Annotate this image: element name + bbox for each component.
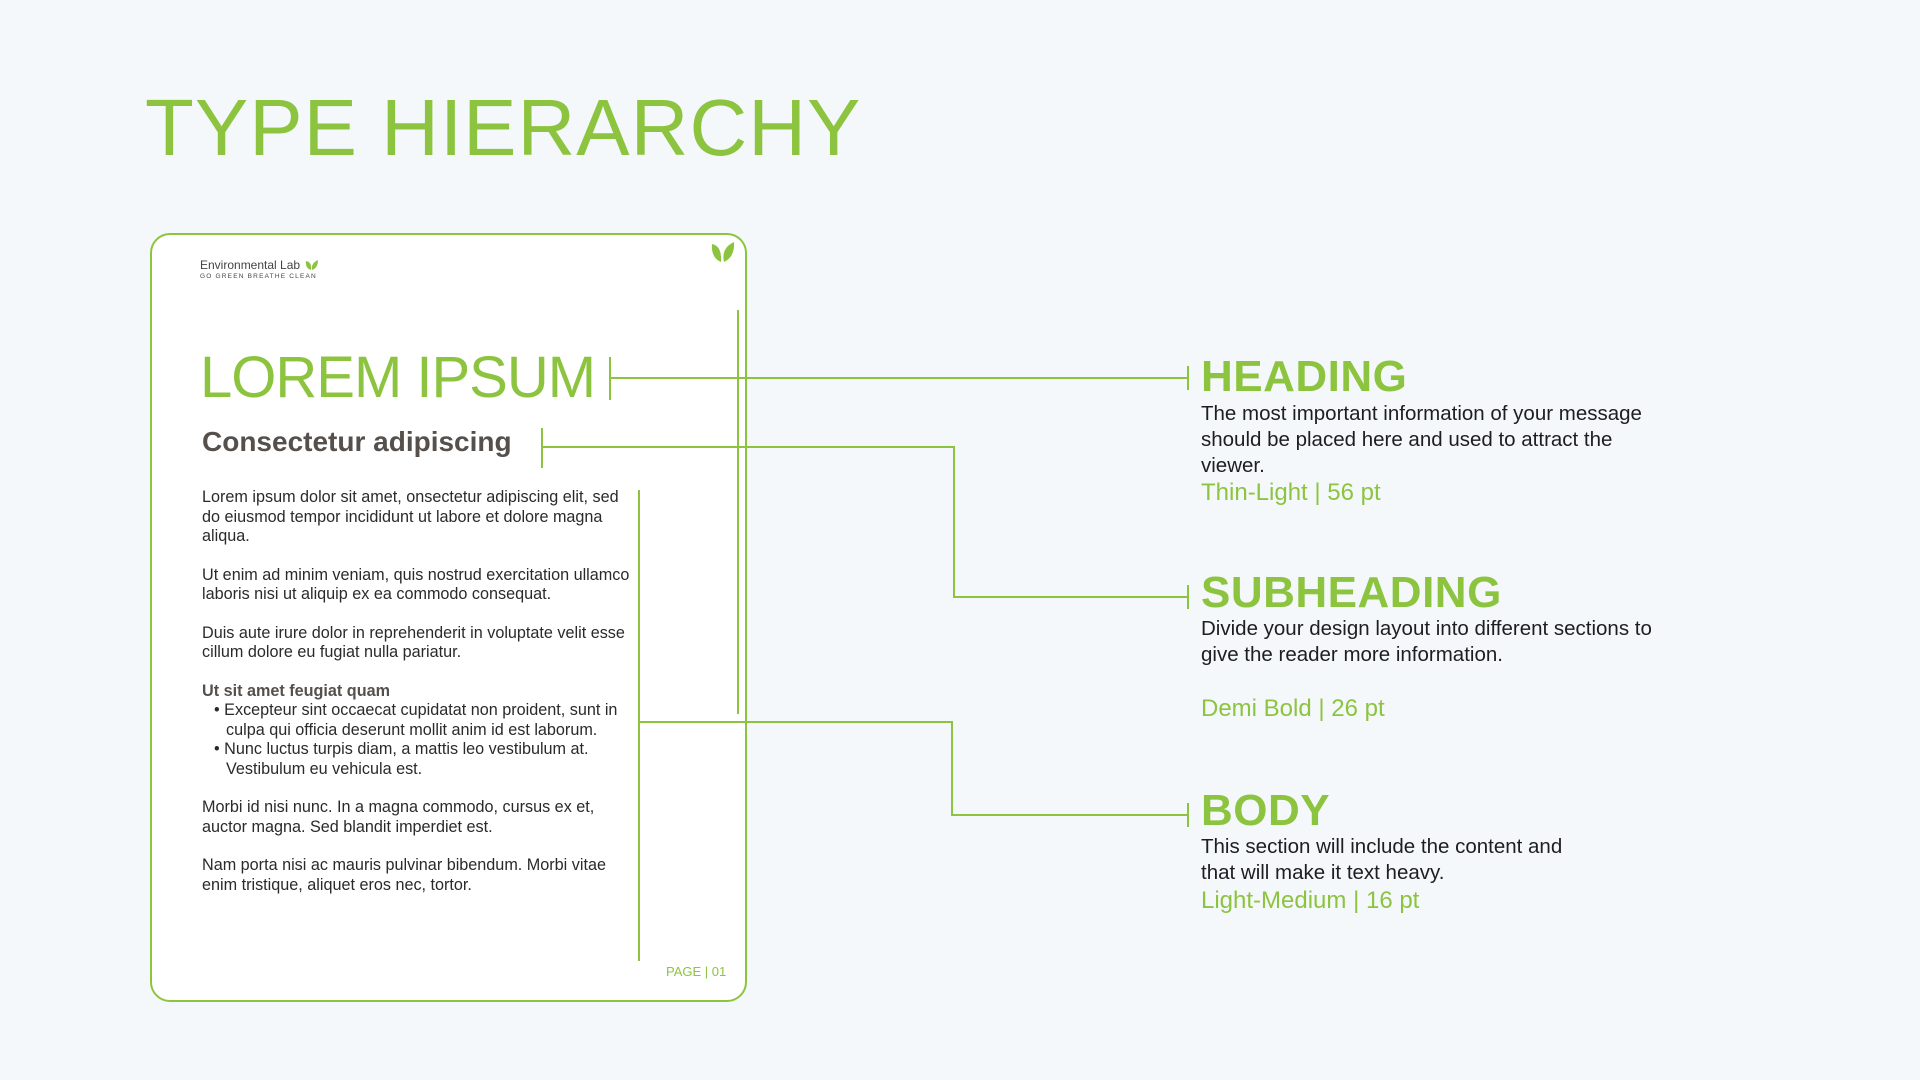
heading-description: The most important information of your m… — [1201, 402, 1642, 477]
body-connector — [639, 721, 1188, 816]
subheading-label: SUBHEADING — [1201, 568, 1502, 617]
subheading-description: Divide your design layout into different… — [1201, 617, 1652, 666]
sample-subheading: Consectetur adipiscing — [202, 426, 512, 457]
page-title: TYPE HIERARCHY — [145, 83, 862, 172]
body-spec: Light-Medium | 16 pt — [1201, 887, 1420, 914]
subheading-spec: Demi Bold | 26 pt — [1201, 695, 1385, 722]
body-paragraph: Duis aute irure dolor in reprehenderit i… — [202, 623, 625, 662]
page-number: PAGE | 01 — [666, 964, 727, 979]
sample-body: Lorem ipsum dolor sit amet, onsectetur a… — [202, 488, 632, 914]
subheading-connector — [542, 446, 1188, 598]
bullet-list: Excepteur sint occaecat cupidatat non pr… — [202, 701, 632, 779]
body-paragraph: Morbi id nisi nunc. In a magna commodo, … — [202, 798, 595, 836]
document-page-card — [150, 233, 747, 1002]
body-paragraph: Lorem ipsum dolor sit amet, onsectetur a… — [202, 488, 619, 545]
body-paragraph: Nam porta nisi ac mauris pulvinar bibend… — [202, 856, 606, 894]
logo-leaf-icon — [305, 260, 318, 270]
leaf-icon — [711, 242, 735, 262]
logo-tagline: GO GREEN BREATHE CLEAN — [200, 273, 317, 280]
body-description: This section will include the content an… — [1201, 835, 1563, 884]
sample-heading: LOREM IPSUM — [200, 345, 596, 410]
list-title: Ut sit amet feugiat quam — [202, 681, 390, 700]
body-label: BODY — [1201, 786, 1331, 835]
logo-name: Environmental Lab — [200, 258, 301, 272]
body-paragraph: Ut enim ad minim veniam, quis nostrud ex… — [202, 565, 630, 604]
heading-spec: Thin-Light | 56 pt — [1201, 479, 1381, 506]
list-item: Nunc luctus turpis diam, a mattis leo ve… — [202, 740, 632, 779]
list-item: Excepteur sint occaecat cupidatat non pr… — [202, 701, 632, 740]
heading-label: HEADING — [1201, 352, 1408, 401]
